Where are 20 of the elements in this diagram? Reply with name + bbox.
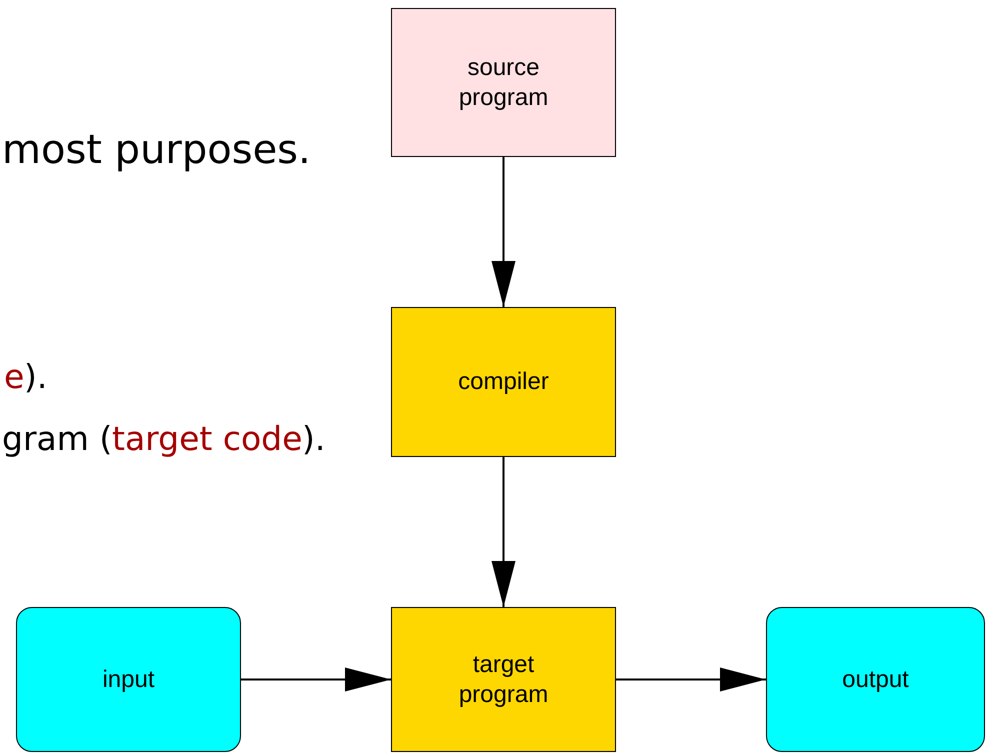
slide-text: most purposes. [2, 127, 311, 173]
node-label: input [101, 664, 156, 694]
node-label: output [841, 664, 910, 694]
node-label: source program [458, 52, 550, 112]
slide-text: target code [112, 419, 302, 458]
arrow [616, 668, 766, 692]
node-label: compiler [457, 367, 550, 397]
slide-text: gram ( [2, 419, 112, 458]
slide-text: ). [24, 357, 48, 396]
process-box [391, 307, 616, 457]
arrow [241, 668, 391, 692]
terminal-box [16, 607, 241, 752]
slide-text: ). [302, 419, 326, 458]
slide-text: e [4, 357, 24, 396]
process-box [391, 607, 616, 752]
arrow [492, 157, 516, 307]
terminal-box [766, 607, 985, 752]
process-box [391, 8, 616, 157]
node-label: target program [458, 650, 550, 710]
arrow [492, 457, 516, 607]
